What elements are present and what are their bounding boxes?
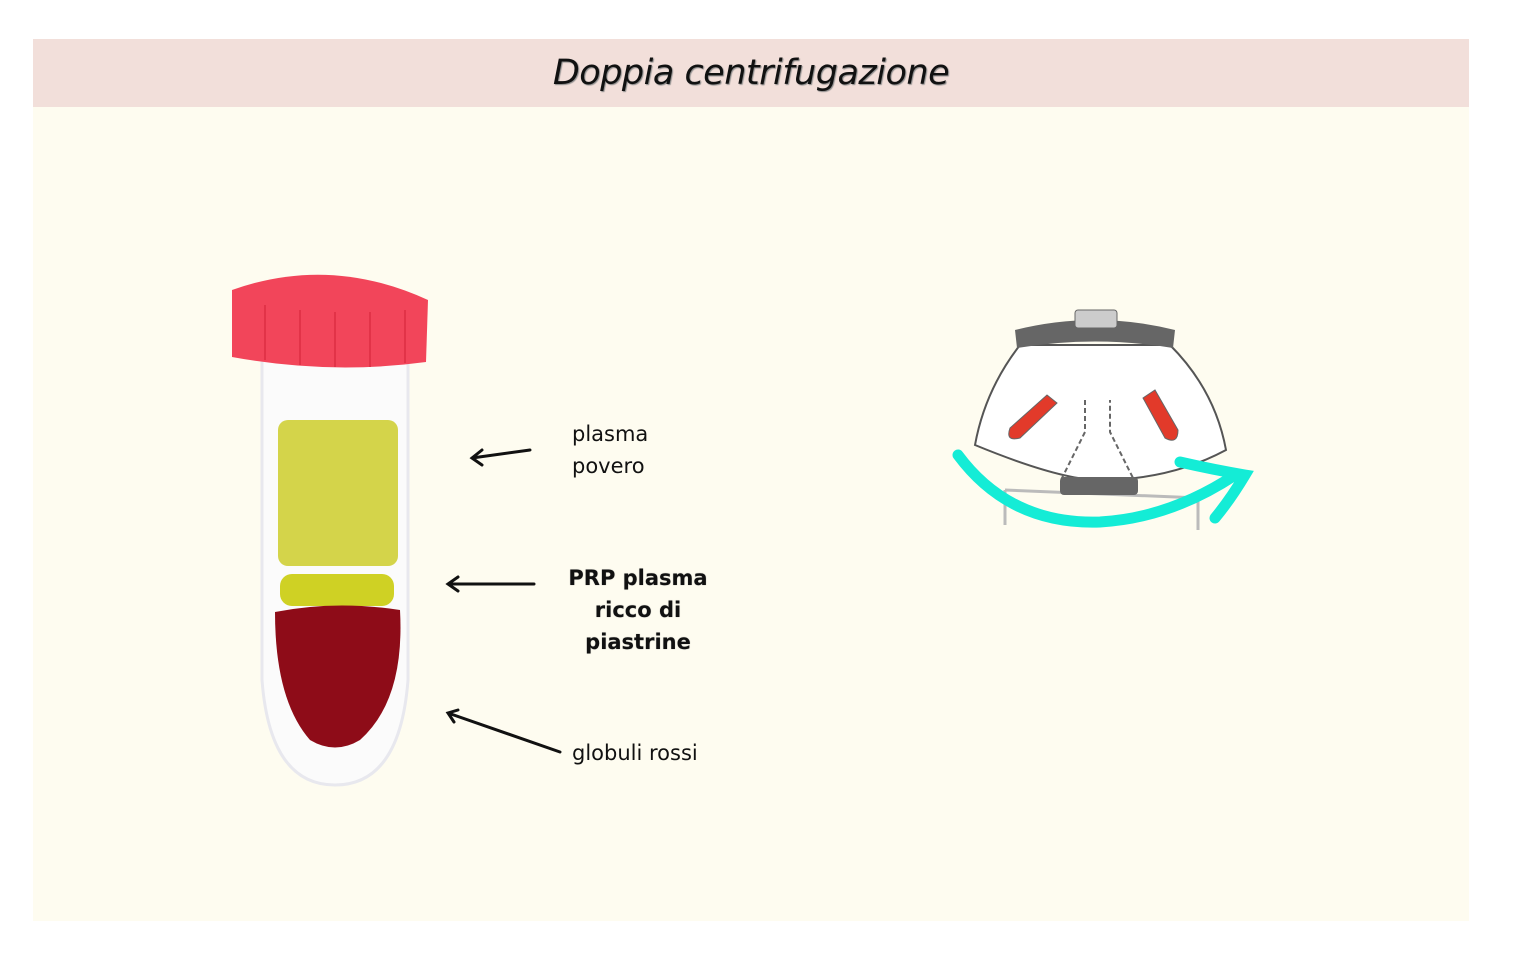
centrifuge-icon	[973, 309, 1228, 530]
diagram-title: Doppia centrifugazione	[552, 53, 950, 93]
label-line: PRP plasma	[568, 566, 708, 590]
label-prp: PRP plasma ricco di piastrine	[560, 562, 716, 658]
cap	[232, 274, 428, 368]
arrow-icon	[445, 708, 562, 754]
rotation-arrow-icon	[952, 449, 1254, 528]
test-tube-icon	[232, 274, 428, 787]
label-line: povero	[572, 454, 645, 478]
label-plasma-povero: plasma povero	[572, 418, 648, 482]
label-line: ricco di	[594, 598, 682, 622]
title-bar: Doppia centrifugazione	[33, 39, 1469, 107]
prp-layer	[280, 574, 394, 606]
red-cells-layer	[275, 605, 401, 748]
label-line: plasma	[572, 422, 649, 446]
label-globuli-rossi: globuli rossi	[572, 741, 698, 765]
label-line: piastrine	[585, 630, 691, 654]
plasma-layer	[278, 420, 398, 566]
arrow-icon	[445, 575, 536, 593]
pointer-arrows	[445, 448, 562, 754]
arrow-icon	[469, 448, 532, 467]
